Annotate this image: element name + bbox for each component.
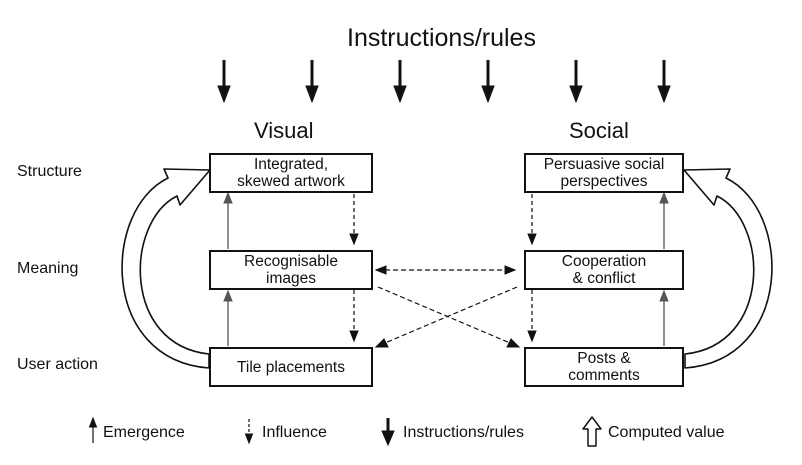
influence-arrow-visual-meaning-to-social-action [377,286,521,348]
influence-arrow-social-meaning-to-action [527,290,537,343]
emergence-arrow-social-action-to-meaning [659,289,669,346]
instructions-legend-icon [381,418,395,447]
box-line: Tile placements [237,358,345,376]
influence-arrows [349,194,537,348]
emergence-arrow-visual-action-to-meaning [223,289,233,346]
instruction-arrow [569,60,583,104]
box-line: & conflict [572,270,636,287]
row-label-structure: Structure [17,163,82,180]
box-line: Posts & [577,350,631,367]
influence-arrow-meaning-bidirectional [374,265,517,275]
social-column-heading: Social [569,118,629,143]
social-action-box: Posts &comments [524,347,684,387]
box-line: Recognisable [244,253,338,270]
instruction-arrow [657,60,671,104]
social-meaning-box: Cooperation& conflict [524,250,684,290]
influence-legend-icon [244,419,254,445]
instruction-arrow [217,60,231,104]
row-label-meaning: Meaning [17,260,79,277]
instruction-arrow [481,60,495,104]
diagram-title: Instructions/rules [347,24,536,52]
legend-instructions-label: Instructions/rules [403,424,524,441]
emergence-arrows [223,191,669,346]
visual-column-heading: Visual [254,118,314,143]
box-line: Integrated, [253,156,329,173]
computed-value-arrow-social [683,168,773,369]
influence-arrow-social-meaning-to-visual-action [374,286,518,348]
emergence-arrow-social-meaning-to-structure [659,191,669,249]
box-line: Persuasive social [543,156,665,173]
computed-value-arrows [121,168,773,369]
influence-arrow-social-structure-to-meaning [527,194,537,246]
visual-structure-box: Integrated,skewed artwork [209,153,373,193]
influence-arrow-visual-meaning-to-action [349,290,359,343]
visual-action-box: Tile placements [209,347,373,387]
box-line: images [266,270,316,287]
emergence-arrow-visual-meaning-to-structure [223,191,233,249]
legend-emergence-label: Emergence [103,424,185,441]
instruction-arrows [217,60,671,104]
computed-value-arrow-visual [121,168,211,369]
instruction-arrow [305,60,319,104]
legend-glyphs [88,416,602,447]
influence-arrow-visual-structure-to-meaning [349,194,359,246]
box-line: skewed artwork [237,173,345,190]
box-line: comments [568,367,640,384]
box-line: Cooperation [561,253,647,270]
legend-computed-value-label: Computed value [608,424,725,441]
instruction-arrow [393,60,407,104]
emergence-legend-icon [88,416,98,443]
box-line: perspectives [560,173,648,190]
row-label-user-action: User action [17,356,98,373]
computed-value-legend-icon [582,416,602,447]
legend-influence-label: Influence [262,424,327,441]
